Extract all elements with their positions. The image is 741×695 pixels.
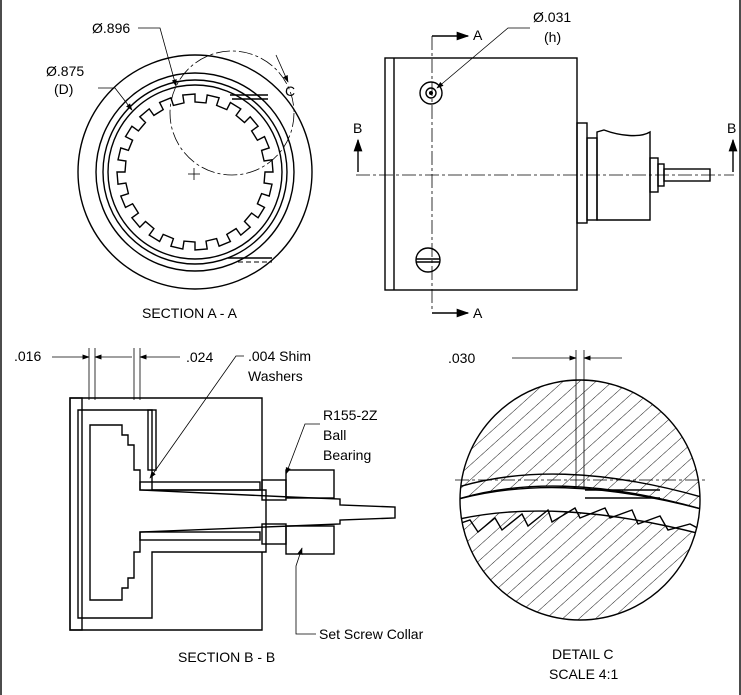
cut-b-right-label: B: [727, 120, 736, 136]
leader-896: [138, 27, 177, 87]
collar-ring: [586, 137, 598, 221]
bearing-step: [147, 409, 157, 471]
dim-896: Ø.896: [92, 20, 130, 36]
detail-c-title-1: DETAIL C: [552, 646, 613, 662]
detail-c-arrow: [275, 54, 289, 83]
shim-bottom: [139, 531, 261, 541]
set-screw-top: [419, 81, 443, 105]
cut-b-left-label: B: [353, 120, 362, 136]
collar-label: Set Screw Collar: [319, 626, 424, 642]
bearing-face: [576, 122, 588, 224]
section-aa-title: SECTION A - A: [142, 305, 238, 321]
bearing-label-1: R155-2Z: [323, 407, 378, 423]
cut-a-bottom-label: A: [473, 305, 483, 321]
bearing-outer-2: [285, 525, 335, 555]
dim-875: Ø.875: [46, 63, 84, 79]
ring-outer: [102, 79, 288, 265]
shim-top: [139, 481, 261, 491]
dim-024: .024: [186, 349, 213, 365]
bearing-gap: [261, 479, 287, 501]
splined-shaft: [116, 93, 274, 251]
detail-c-title-2: SCALE 4:1: [549, 666, 618, 682]
bearing-label-2: Ball: [323, 427, 346, 443]
section-bb-title: SECTION B - B: [178, 649, 275, 665]
bearing-outer: [285, 469, 335, 499]
leader-shim: [149, 355, 244, 479]
housing-body: [384, 57, 578, 291]
hole-dim: Ø.031: [533, 9, 571, 25]
leader-bearing: [285, 423, 320, 475]
set-screw-bottom: [415, 247, 441, 273]
bearing-gap-2: [261, 523, 287, 545]
hole-ref: (h): [544, 29, 561, 45]
dim-030: .030: [448, 350, 475, 366]
bearing-label-3: Bearing: [323, 447, 371, 463]
detail-boundary: [459, 379, 701, 621]
leader-collar: [295, 547, 316, 635]
dim-016: .016: [14, 348, 41, 364]
leader-031: [436, 27, 530, 89]
detail-spline: [460, 507, 700, 534]
side-view: Ø.031 (h) A A B B: [353, 9, 738, 321]
dim-875-ref: (D): [54, 81, 73, 97]
detail-c-view: .030 DETAIL C SCALE 4:1: [448, 350, 705, 682]
shim-label-2: Washers: [248, 368, 303, 384]
housing-outer: [77, 54, 313, 290]
shim-label-1: .004 Shim: [248, 348, 311, 364]
leader-875: [98, 87, 133, 111]
end-cap: [69, 397, 83, 631]
set-screw-hole: [425, 87, 437, 99]
section-aa-view: Ø.896 Ø.875 (D) C SECTION A - A: [46, 20, 313, 321]
detail-tag-c: C: [285, 83, 295, 99]
section-bb-view: .016 .024 .004 Shim Washers R155-2Z Ball…: [14, 348, 424, 665]
rotor-section: [89, 424, 396, 601]
cavity: [77, 409, 267, 619]
detail-c-boundary: [169, 50, 295, 176]
ring-inner: [107, 84, 283, 260]
detail-ring: [460, 473, 700, 511]
cut-a-top-label: A: [473, 27, 483, 43]
